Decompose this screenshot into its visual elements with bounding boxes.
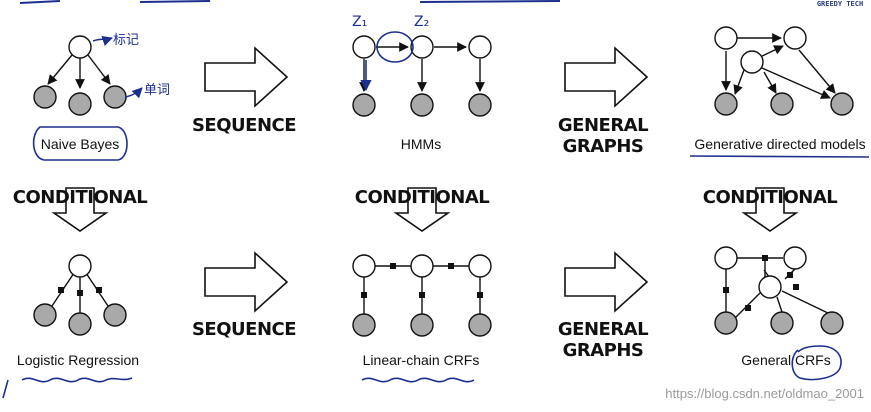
- annotation-z2: Z₂: [414, 14, 429, 30]
- observed-node: [103, 85, 127, 109]
- observed-node: [410, 93, 434, 117]
- logistic-regression-graph: [33, 254, 127, 336]
- observed-node: [352, 93, 376, 117]
- hmm-graph: [352, 35, 492, 117]
- top-ink-stroke: [19, 0, 561, 4]
- label-general-crfs: General CRFs: [741, 352, 830, 368]
- label-naive-bayes: Naive Bayes: [41, 136, 120, 152]
- label-generative-directed: Generative directed models: [694, 136, 865, 152]
- sequence-arrow-bottom: [204, 251, 289, 313]
- annotation-underline: [361, 377, 475, 383]
- hidden-node: [68, 35, 92, 59]
- annotation-underline: [21, 377, 133, 383]
- hidden-node: [740, 50, 764, 74]
- hidden-node: [352, 254, 376, 278]
- annotation-arrow: [92, 36, 113, 46]
- conditional-arrow-right: [741, 187, 799, 232]
- annotation-circle: [791, 345, 842, 381]
- observed-node: [770, 311, 794, 335]
- observed-node: [33, 303, 57, 327]
- naive-bayes-graph: [33, 35, 127, 116]
- annotation-circle: [376, 31, 414, 63]
- observed-node: [103, 303, 127, 327]
- sequence-arrow: [204, 46, 289, 108]
- transition-sequence: SEQUENCE: [192, 115, 296, 136]
- hidden-node: [410, 35, 434, 59]
- hidden-node: [783, 246, 807, 270]
- annotation-circle: [32, 126, 128, 161]
- hidden-node: [468, 254, 492, 278]
- annotation-word-note: 单词: [144, 83, 170, 98]
- hidden-node: [758, 275, 782, 299]
- annotation-arrow: [124, 87, 143, 99]
- observed-node: [820, 311, 844, 335]
- transition-general: GENERAL: [558, 115, 648, 136]
- hidden-node: [468, 35, 492, 59]
- hidden-node: [783, 26, 807, 50]
- label-logistic-regression: Logistic Regression: [17, 352, 139, 368]
- observed-node: [468, 93, 492, 117]
- hidden-node: [352, 35, 376, 59]
- transition-conditional-left: CONDITIONAL: [13, 187, 147, 208]
- hidden-node: [410, 254, 434, 278]
- annotation-z1: Z₁: [352, 14, 367, 30]
- transition-conditional-right: CONDITIONAL: [703, 187, 837, 208]
- transition-sequence-bottom: SEQUENCE: [192, 319, 296, 340]
- annotation-underline: [689, 155, 870, 158]
- conditional-arrow-middle: [393, 187, 451, 232]
- observed-node: [410, 313, 434, 337]
- watermark: https://blog.csdn.net/oldmao_2001: [665, 386, 864, 401]
- logo-text: GREEDY TECH: [817, 0, 863, 8]
- transition-graphs: GRAPHS: [563, 136, 644, 157]
- observed-node: [33, 85, 57, 109]
- transition-general-bottom: GENERAL: [558, 319, 648, 340]
- general-crf-graph: [714, 246, 844, 335]
- label-hmms: HMMs: [401, 136, 441, 152]
- observed-node: [714, 92, 738, 116]
- hidden-node: [714, 26, 738, 50]
- observed-node: [68, 312, 92, 336]
- general-graphs-arrow: [564, 46, 649, 108]
- conditional-arrow-left: [51, 187, 109, 232]
- annotation-mark: [2, 379, 9, 399]
- hidden-node: [68, 254, 92, 278]
- observed-node: [830, 92, 854, 116]
- observed-node: [714, 311, 738, 335]
- hidden-node: [714, 246, 738, 270]
- observed-node: [468, 313, 492, 337]
- general-graphs-arrow-bottom: [564, 251, 649, 313]
- transition-conditional-middle: CONDITIONAL: [355, 187, 489, 208]
- observed-node: [770, 92, 794, 116]
- linear-chain-crf-graph: [352, 254, 492, 337]
- annotation-class-note: 标记: [113, 33, 139, 48]
- observed-node: [68, 92, 92, 116]
- observed-node: [352, 313, 376, 337]
- label-linear-chain-crfs: Linear-chain CRFs: [363, 352, 480, 368]
- transition-graphs-bottom: GRAPHS: [563, 340, 644, 361]
- generative-directed-graph: [714, 26, 854, 116]
